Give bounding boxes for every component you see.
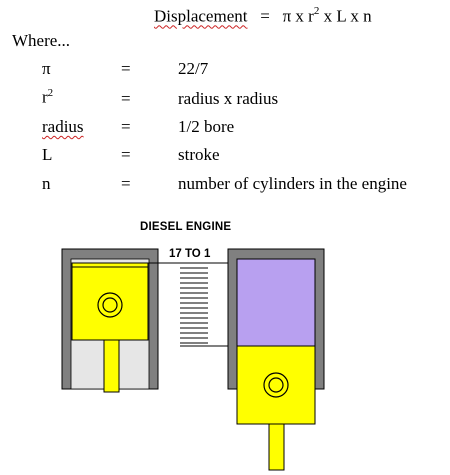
definition-value-pi: 22/7	[178, 59, 209, 78]
connecting-rod-icon	[268, 423, 285, 471]
formula-r-exponent: 2	[313, 5, 320, 17]
formula-n: n	[363, 6, 372, 26]
definition-equals: =	[121, 174, 131, 193]
definition-value-n: number of cylinders in the engine	[178, 174, 407, 193]
formula-pi: π	[282, 6, 292, 26]
definition-equals: =	[121, 89, 131, 108]
formula-times: x	[295, 6, 304, 26]
where-label: Where...	[12, 31, 71, 50]
definition-symbol-L: L	[42, 145, 53, 164]
compression-ratio-scale	[180, 262, 208, 344]
formula-lhs: Displacement	[154, 6, 248, 26]
definition-value-r-squared: radius x radius	[178, 89, 279, 108]
formula-equals: =	[260, 6, 270, 26]
compression-ratio-label: 17 TO 1	[169, 248, 211, 260]
definition-symbol-r-exponent: 2	[47, 87, 54, 99]
definition-symbol-pi: π	[42, 59, 51, 78]
definition-equals: =	[121, 145, 131, 164]
definition-value-L: stroke	[178, 145, 220, 164]
left-cylinder	[61, 248, 159, 393]
definition-value-radius: 1/2 bore	[178, 117, 235, 136]
right-cylinder	[227, 248, 325, 471]
definition-equals: =	[121, 117, 131, 136]
diagram-title: DIESEL ENGINE	[140, 221, 232, 233]
formula-times: x	[350, 6, 359, 26]
displacement-formula: Displacement = π x r2 x L x n	[154, 5, 372, 26]
piston-pin-icon	[263, 372, 289, 398]
piston-pin-icon	[97, 292, 123, 318]
formula-L: L	[336, 6, 347, 26]
definition-symbol-r: r	[42, 87, 48, 107]
connecting-rod-icon	[103, 339, 120, 393]
compressed-charge	[236, 258, 316, 347]
definition-symbol-n: n	[42, 174, 51, 193]
formula-times: x	[323, 6, 333, 26]
definition-symbol-r-squared: r2	[42, 88, 53, 106]
formula-r: r	[308, 6, 314, 26]
definition-symbol-radius: radius	[42, 117, 84, 136]
definition-equals: =	[121, 59, 131, 78]
